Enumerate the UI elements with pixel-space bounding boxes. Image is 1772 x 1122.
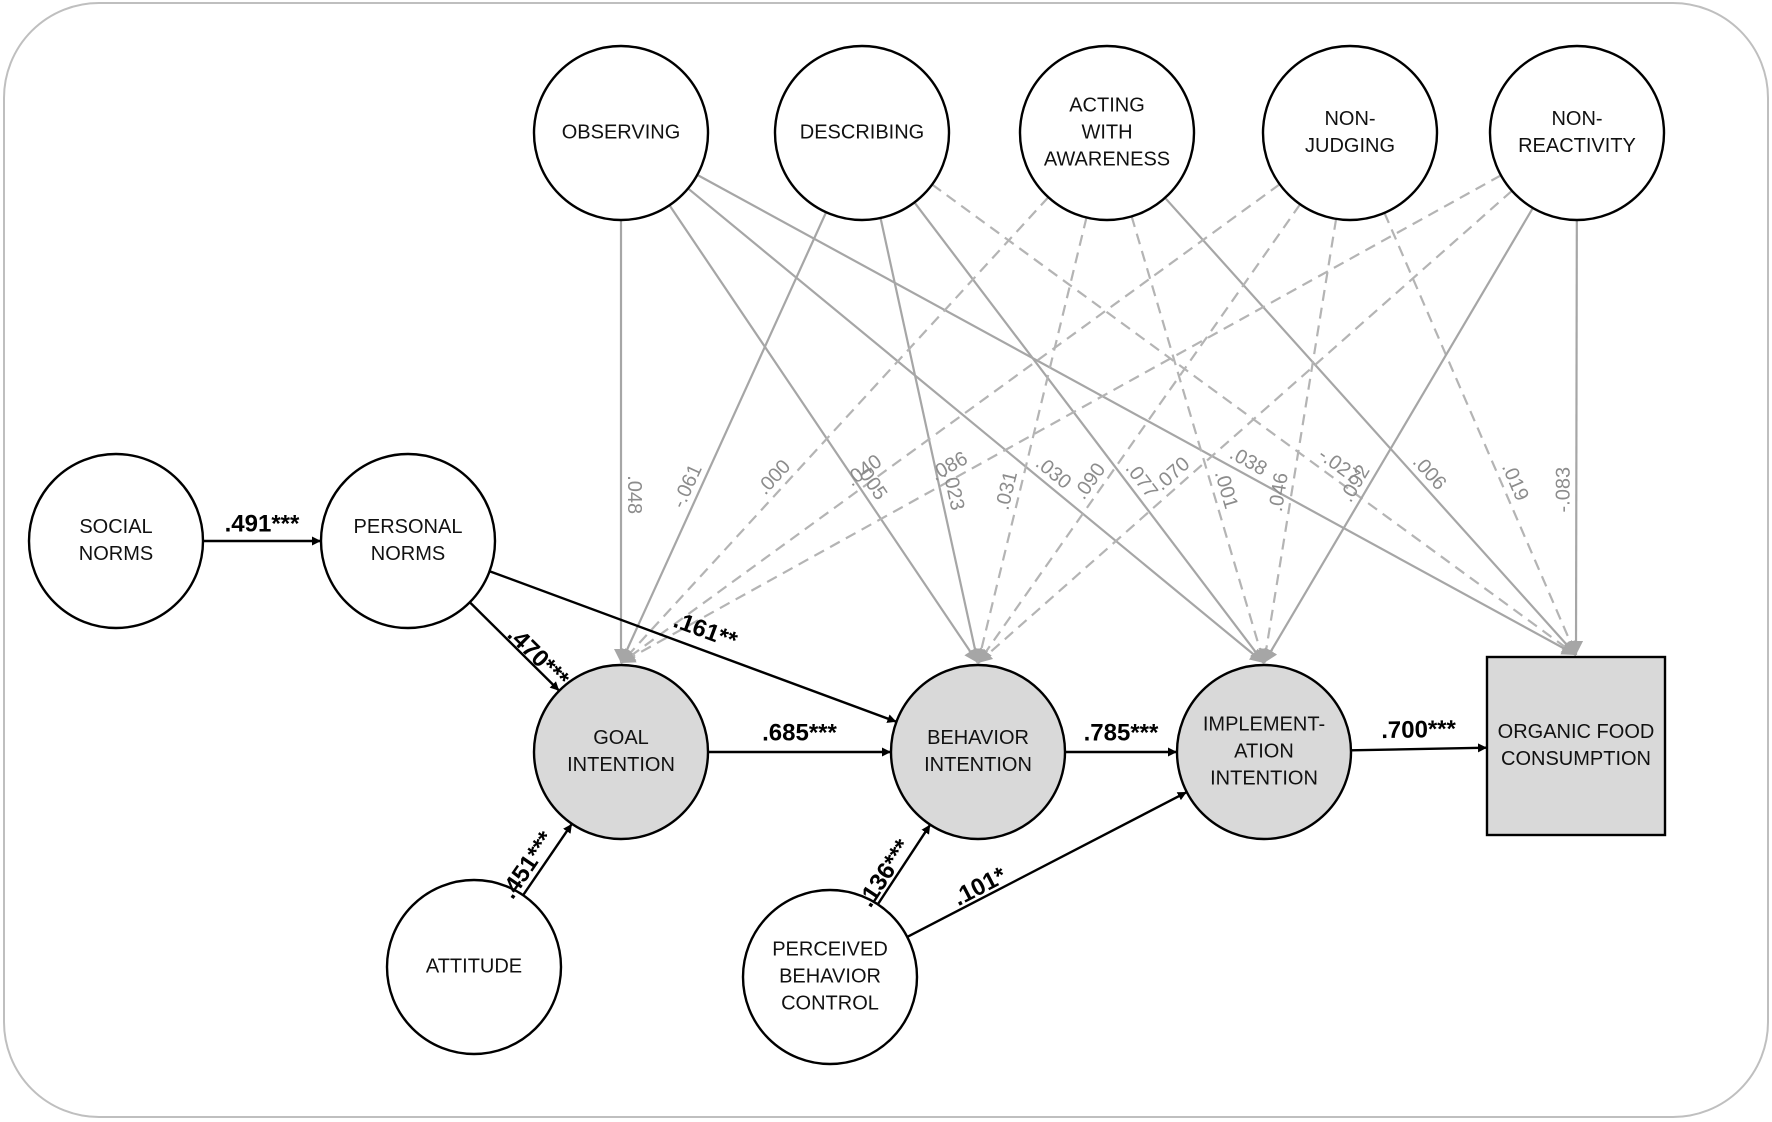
node-implementation-intention-shape xyxy=(1175,663,1353,841)
node-implementation-intention: IMPLEMENT- ATION INTENTION xyxy=(1175,663,1353,841)
node-social-norms-label: NORMS xyxy=(79,543,153,565)
node-describing: DESCRIBING xyxy=(773,44,951,222)
coef-implementation-intention-to-organic-food-consumption: .700*** xyxy=(1381,716,1457,744)
coef-nonreactivity-to-organic-food-consumption: -.083 xyxy=(1553,467,1575,513)
node-organic-food-consumption-label: CONSUMPTION xyxy=(1501,748,1651,770)
node-acting-label: ACTING xyxy=(1069,94,1145,116)
node-attitude-label: ATTITUDE xyxy=(426,955,522,977)
node-social-norms-shape xyxy=(27,452,205,630)
path-personal-norms-to-behavior-intention xyxy=(489,570,897,723)
path-describing-to-goal-intention xyxy=(619,211,828,664)
structural-paths xyxy=(203,536,1488,939)
path-observing-to-organic-food-consumption xyxy=(696,173,1577,656)
node-acting-label: AWARENESS xyxy=(1044,148,1170,170)
node-goal-intention-label: INTENTION xyxy=(567,754,675,776)
node-goal-intention: GOAL INTENTION xyxy=(532,663,710,841)
node-nonjudging-shape xyxy=(1261,44,1439,222)
node-perceived-behavior-control-label: CONTROL xyxy=(781,992,879,1014)
node-nonreactivity-label: NON- xyxy=(1551,108,1602,130)
path-nonreactivity-to-organic-food-consumption xyxy=(1569,219,1584,656)
node-attitude: ATTITUDE xyxy=(385,878,563,1056)
node-social-norms: SOCIAL NORMS xyxy=(27,452,205,630)
coef-behavior-intention-to-implementation-intention: .785*** xyxy=(1084,719,1159,746)
node-personal-norms-label: PERSONAL xyxy=(354,516,463,538)
path-acting-to-implementation-intention xyxy=(1130,216,1267,664)
node-acting: ACTING WITH AWARENESS xyxy=(1018,44,1196,222)
path-nonreactivity-to-implementation-intention xyxy=(1263,207,1534,664)
node-implementation-intention-label: ATION xyxy=(1234,740,1294,762)
node-implementation-intention-label: INTENTION xyxy=(1210,767,1318,789)
node-nonjudging-label: NON- xyxy=(1324,108,1375,130)
node-organic-food-consumption: ORGANIC FOOD CONSUMPTION xyxy=(1485,655,1667,837)
coef-goal-intention-to-behavior-intention: .685*** xyxy=(762,719,837,746)
path-acting-to-behavior-intention xyxy=(974,217,1088,664)
path-nonjudging-to-goal-intention xyxy=(620,183,1281,664)
path-acting-to-goal-intention xyxy=(620,196,1050,664)
node-behavior-intention-shape xyxy=(889,663,1067,841)
coef-social-norms-to-personal-norms: .491*** xyxy=(225,510,300,537)
path-observing-to-behavior-intention xyxy=(668,204,979,664)
node-perceived-behavior-control-label: BEHAVIOR xyxy=(779,965,881,987)
node-perceived-behavior-control-shape xyxy=(741,888,919,1066)
path-implementation-intention-to-organic-food-consumption xyxy=(1350,743,1488,753)
node-nonreactivity-label: REACTIVITY xyxy=(1518,135,1636,157)
path-attitude-to-goal-intention xyxy=(522,823,573,896)
path-nonreactivity-to-goal-intention xyxy=(620,174,1502,664)
node-nonreactivity-shape xyxy=(1488,44,1666,222)
node-behavior-intention: BEHAVIOR INTENTION xyxy=(889,663,1067,841)
path-observing-to-implementation-intention xyxy=(687,187,1265,664)
path-perceived-behavior-control-to-implementation-intention xyxy=(906,790,1188,939)
path-nonreactivity-to-behavior-intention xyxy=(977,189,1513,664)
node-organic-food-consumption-shape xyxy=(1485,655,1667,837)
node-goal-intention-shape xyxy=(532,663,710,841)
node-behavior-intention-label: BEHAVIOR xyxy=(927,727,1029,749)
node-perceived-behavior-control: PERCEIVED BEHAVIOR CONTROL xyxy=(741,888,919,1066)
node-nonreactivity: NON- REACTIVITY xyxy=(1488,44,1666,222)
node-attitude-shape xyxy=(385,878,563,1056)
node-perceived-behavior-control-label: PERCEIVED xyxy=(772,938,888,960)
node-organic-food-consumption-label: ORGANIC FOOD xyxy=(1498,721,1655,743)
path-perceived-behavior-control-to-behavior-intention xyxy=(876,824,932,905)
coef-observing-to-goal-intention: .048 xyxy=(623,475,645,514)
path-personal-norms-to-goal-intention xyxy=(468,601,561,692)
node-personal-norms-label: NORMS xyxy=(371,543,445,565)
node-implementation-intention-label: IMPLEMENT- xyxy=(1203,713,1325,735)
node-personal-norms-shape xyxy=(319,452,497,630)
node-observing-label: OBSERVING xyxy=(562,121,681,143)
node-describing-label: DESCRIBING xyxy=(800,121,924,143)
node-social-norms-label: SOCIAL xyxy=(79,516,152,538)
node-observing: OBSERVING xyxy=(532,44,710,222)
path-nonjudging-to-behavior-intention xyxy=(977,203,1302,664)
path-acting-to-organic-food-consumption xyxy=(1164,197,1577,656)
node-acting-shape xyxy=(1018,44,1196,222)
path-describing-to-behavior-intention xyxy=(879,217,982,664)
node-nonjudging: NON- JUDGING xyxy=(1261,44,1439,222)
node-acting-label: WITH xyxy=(1081,121,1132,143)
node-personal-norms: PERSONAL NORMS xyxy=(319,452,497,630)
mindfulness-paths xyxy=(614,173,1584,664)
path-nonjudging-to-organic-food-consumption xyxy=(1383,212,1578,656)
node-observing-shape xyxy=(532,44,710,222)
node-describing-shape xyxy=(773,44,951,222)
node-goal-intention-label: GOAL xyxy=(593,727,649,749)
node-behavior-intention-label: INTENTION xyxy=(924,754,1032,776)
path-nonjudging-to-implementation-intention xyxy=(1259,218,1338,664)
constructs: OBSERVING DESCRIBING ACTING WITH AWARENESS NO… xyxy=(27,44,1667,1066)
node-nonjudging-label: JUDGING xyxy=(1305,135,1395,157)
